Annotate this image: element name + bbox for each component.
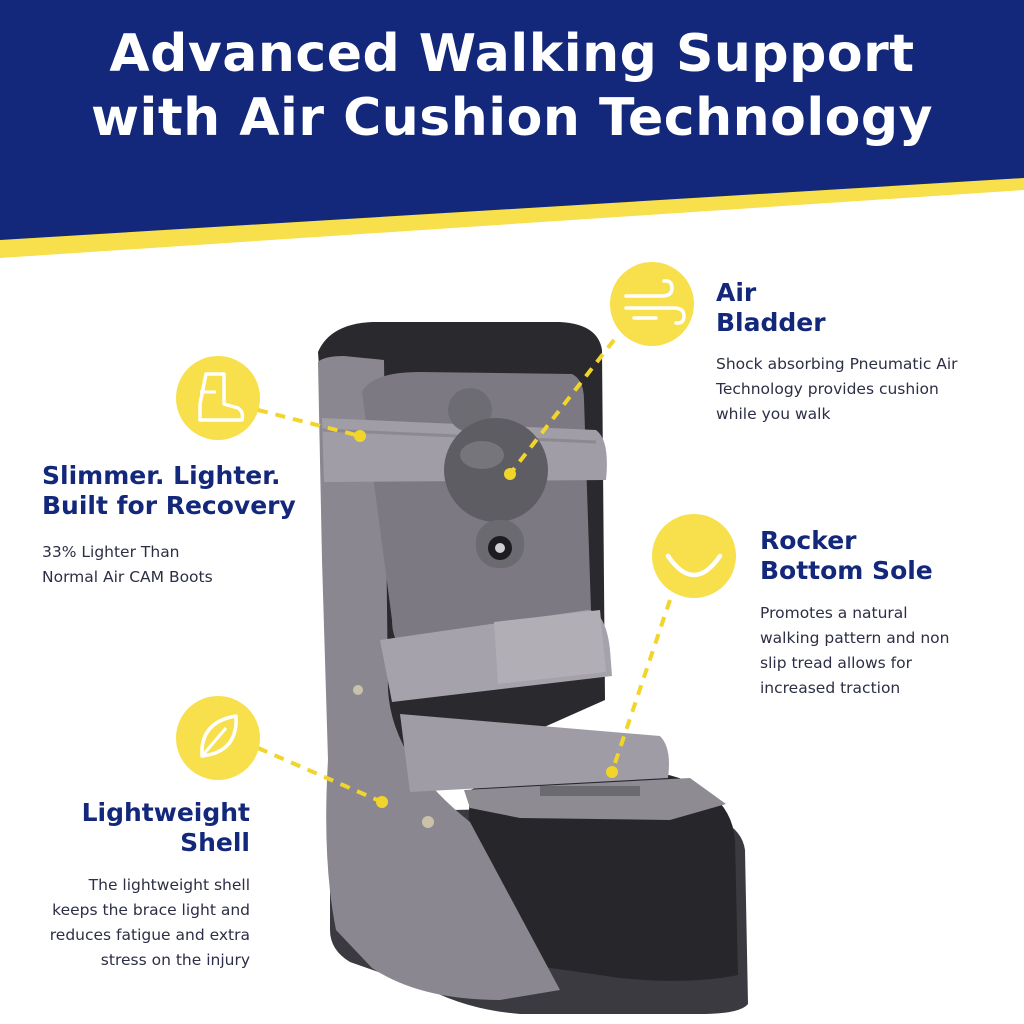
- recovery-title-line-1: Slimmer. Lighter.: [42, 461, 281, 490]
- air-bladder-title-line-1: Air: [716, 278, 757, 307]
- page-title: Advanced Walking Support with Air Cushio…: [0, 22, 1024, 150]
- toe-padding: [465, 770, 738, 981]
- shell-title: Lightweight Shell: [40, 798, 250, 858]
- navy-header: [0, 0, 1024, 240]
- air-bladder-desc-line-1: Shock absorbing Pneumatic Air: [716, 355, 958, 373]
- smile-curve-icon: [652, 514, 736, 598]
- boot-icon: [176, 356, 260, 440]
- rocker-desc-line-1: Promotes a natural: [760, 604, 908, 622]
- rocker-sole-title: Rocker Bottom Sole: [760, 526, 1000, 586]
- air-wind-icon: [610, 262, 694, 346]
- air-bladder-desc-line-2: Technology provides cushion: [716, 380, 939, 398]
- recovery-title-line-2: Built for Recovery: [42, 491, 296, 520]
- shell-desc-line-3: reduces fatigue and extra: [49, 926, 250, 944]
- shell-desc-line-4: stress on the injury: [100, 951, 250, 969]
- leaf-icon: [176, 696, 260, 780]
- air-bladder-title-line-2: Bladder: [716, 308, 826, 337]
- recovery-desc-line-2: Normal Air CAM Boots: [42, 568, 213, 586]
- rocker-title-line-2: Bottom Sole: [760, 556, 933, 585]
- connector-lines: [257, 338, 672, 804]
- shell-desc-line-1: The lightweight shell: [88, 876, 250, 894]
- forefoot-cage: [464, 778, 726, 820]
- rocker-sole-description: Promotes a natural walking pattern and n…: [760, 601, 1020, 701]
- shell-title-line-2: Shell: [180, 828, 250, 857]
- title-line-2: with Air Cushion Technology: [90, 88, 934, 148]
- shell-description: The lightweight shell keeps the brace li…: [20, 873, 250, 973]
- rocker-desc-line-2: walking pattern and non: [760, 629, 950, 647]
- recovery-desc-line-1: 33% Lighter Than: [42, 543, 180, 561]
- title-line-1: Advanced Walking Support: [109, 24, 915, 84]
- shell-title-line-1: Lightweight: [81, 798, 250, 827]
- rocker-desc-line-3: slip tread allows for: [760, 654, 912, 672]
- rocker-title-line-1: Rocker: [760, 526, 857, 555]
- recovery-description: 33% Lighter Than Normal Air CAM Boots: [42, 540, 302, 590]
- rocker-desc-line-4: increased traction: [760, 679, 901, 697]
- walking-boot-illustration: [318, 322, 748, 1014]
- recovery-title: Slimmer. Lighter. Built for Recovery: [42, 461, 332, 521]
- air-bladder-desc-line-3: while you walk: [716, 405, 831, 423]
- air-bladder-title: Air Bladder: [716, 278, 976, 338]
- air-bladder-description: Shock absorbing Pneumatic Air Technology…: [716, 352, 1006, 427]
- lower-strap: [400, 714, 669, 792]
- connector-dots: [354, 430, 618, 808]
- shell-desc-line-2: keeps the brace light and: [52, 901, 250, 919]
